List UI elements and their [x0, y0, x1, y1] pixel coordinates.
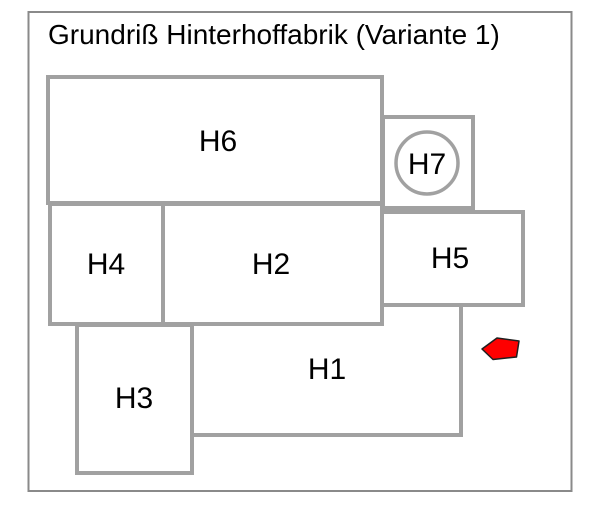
building-h1-label: H1	[308, 353, 346, 386]
building-h2-label: H2	[252, 248, 290, 281]
building-h6-label: H6	[199, 125, 237, 158]
building-h2	[161, 202, 384, 326]
building-h7-label: H7	[408, 148, 446, 181]
building-h3-label: H3	[115, 382, 153, 415]
building-h5	[380, 210, 525, 307]
building-h1-walls	[192, 305, 463, 437]
building-h7-circle	[394, 130, 460, 196]
diagram-title: Grundriß Hinterhoffabrik (Variante 1)	[48, 19, 500, 50]
red-left-arrow-icon	[481, 337, 520, 361]
building-h3	[75, 323, 194, 475]
diagram-frame	[27, 11, 573, 492]
building-h5-label: H5	[431, 242, 469, 275]
building-h4-label: H4	[87, 248, 125, 281]
